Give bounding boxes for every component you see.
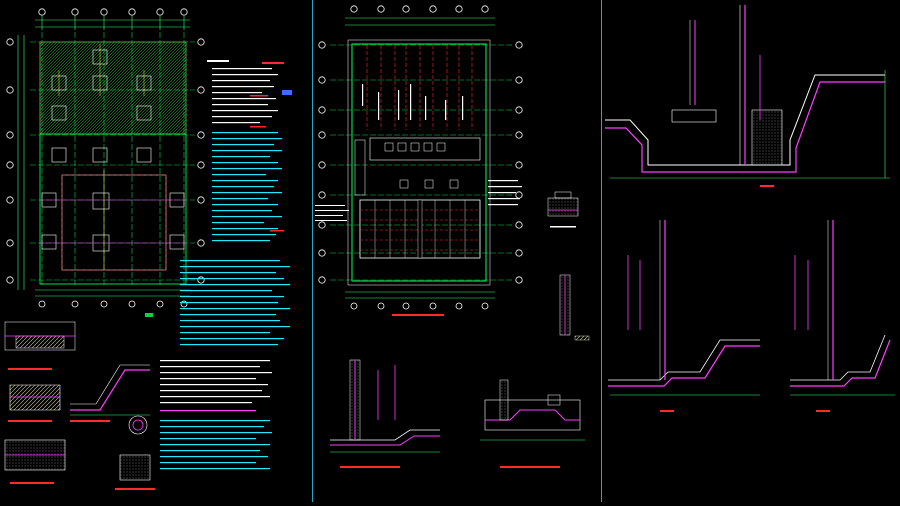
sheet-divider-right [601, 0, 602, 502]
axis-bubble-icon [318, 249, 326, 257]
left-right-axis-bubbles [197, 38, 205, 284]
axis-bubble-icon [429, 5, 437, 13]
middle-bottom-dimensions [345, 291, 495, 299]
left-foundation-lower [39, 133, 187, 285]
axis-bubble-icon [128, 300, 136, 308]
axis-bubble-icon [6, 131, 14, 139]
middle-left-notes [315, 205, 349, 221]
left-detail-4 [4, 439, 66, 484]
axis-bubble-icon [100, 8, 108, 16]
middle-plan-title-bar [392, 314, 444, 316]
axis-bubble-icon [515, 221, 523, 229]
axis-bubble-icon [180, 300, 188, 308]
axis-bubble-icon [402, 5, 410, 13]
axis-bubble-icon [429, 302, 437, 310]
middle-top-dimensions [345, 17, 495, 26]
left-detail-3 [70, 364, 150, 422]
middle-section-detail-right [480, 379, 585, 468]
axis-bubble-icon [318, 131, 326, 139]
axis-bubble-icon [455, 302, 463, 310]
axis-bubble-icon [197, 161, 205, 169]
axis-bubble-icon [515, 41, 523, 49]
axis-bubble-icon [128, 8, 136, 16]
left-top-axis-bubbles [38, 8, 188, 16]
axis-bubble-icon [197, 86, 205, 94]
middle-plan-outline [347, 39, 491, 286]
left-side-dimension-lines [17, 35, 25, 290]
middle-small-detail-1 [547, 191, 579, 228]
axis-bubble-icon [6, 196, 14, 204]
axis-bubble-icon [71, 300, 79, 308]
left-bottom-dimensions [35, 289, 190, 297]
axis-bubble-icon [377, 302, 385, 310]
axis-bubble-icon [318, 41, 326, 49]
middle-side-axis-bubbles [318, 41, 523, 284]
axis-bubble-icon [197, 38, 205, 46]
axis-bubble-icon [377, 5, 385, 13]
axis-bubble-icon [180, 8, 188, 16]
right-section-right [790, 220, 895, 412]
middle-equipment-row [354, 137, 481, 196]
left-side-axis-bubbles [6, 38, 14, 284]
axis-bubble-icon [197, 131, 205, 139]
left-detail-5 [115, 415, 155, 490]
middle-plan-columns [366, 45, 473, 130]
axis-bubble-icon [350, 5, 358, 13]
axis-bubble-icon [6, 239, 14, 247]
axis-bubble-icon [156, 8, 164, 16]
axis-bubble-icon [318, 76, 326, 84]
axis-bubble-icon [38, 8, 46, 16]
axis-bubble-icon [6, 161, 14, 169]
right-section-left [608, 220, 760, 412]
axis-bubble-icon [515, 276, 523, 284]
axis-bubble-icon [318, 276, 326, 284]
axis-bubble-icon [455, 5, 463, 13]
middle-sheet [315, 5, 590, 468]
left-detail-1 [4, 321, 76, 370]
middle-section-detail-left [330, 359, 440, 468]
axis-bubble-icon [318, 106, 326, 114]
left-notes-lower [145, 260, 290, 470]
middle-bottom-axis-bubbles [350, 302, 489, 310]
axis-bubble-icon [318, 161, 326, 169]
axis-bubble-icon [350, 302, 358, 310]
middle-tank-grid [359, 199, 481, 259]
axis-bubble-icon [318, 191, 326, 199]
left-notes-upper [207, 60, 292, 242]
sheet-divider-left [312, 0, 313, 502]
axis-bubble-icon [481, 302, 489, 310]
axis-bubble-icon [100, 300, 108, 308]
axis-bubble-icon [318, 221, 326, 229]
axis-bubble-icon [515, 76, 523, 84]
right-sheet [605, 5, 895, 412]
axis-bubble-icon [515, 131, 523, 139]
middle-small-detail-2 [559, 274, 590, 341]
axis-bubble-icon [71, 8, 79, 16]
axis-bubble-icon [481, 5, 489, 13]
left-detail-2 [8, 384, 61, 422]
axis-bubble-icon [6, 38, 14, 46]
right-section-top [605, 5, 890, 187]
left-foundation-upper [39, 41, 187, 135]
axis-bubble-icon [515, 161, 523, 169]
middle-right-notes [488, 180, 522, 206]
axis-bubble-icon [156, 300, 164, 308]
axis-bubble-icon [38, 300, 46, 308]
axis-bubble-icon [197, 276, 205, 284]
axis-bubble-icon [515, 106, 523, 114]
middle-plan-white-marks [362, 84, 464, 120]
left-top-dimension-lines [35, 16, 190, 30]
axis-bubble-icon [6, 86, 14, 94]
axis-bubble-icon [197, 196, 205, 204]
axis-bubble-icon [515, 191, 523, 199]
middle-top-axis-bubbles [350, 5, 489, 13]
axis-bubble-icon [515, 249, 523, 257]
left-sheet [4, 8, 292, 490]
axis-bubble-icon [197, 239, 205, 247]
left-bottom-axis-bubbles [38, 300, 188, 308]
axis-bubble-icon [6, 276, 14, 284]
axis-bubble-icon [402, 302, 410, 310]
